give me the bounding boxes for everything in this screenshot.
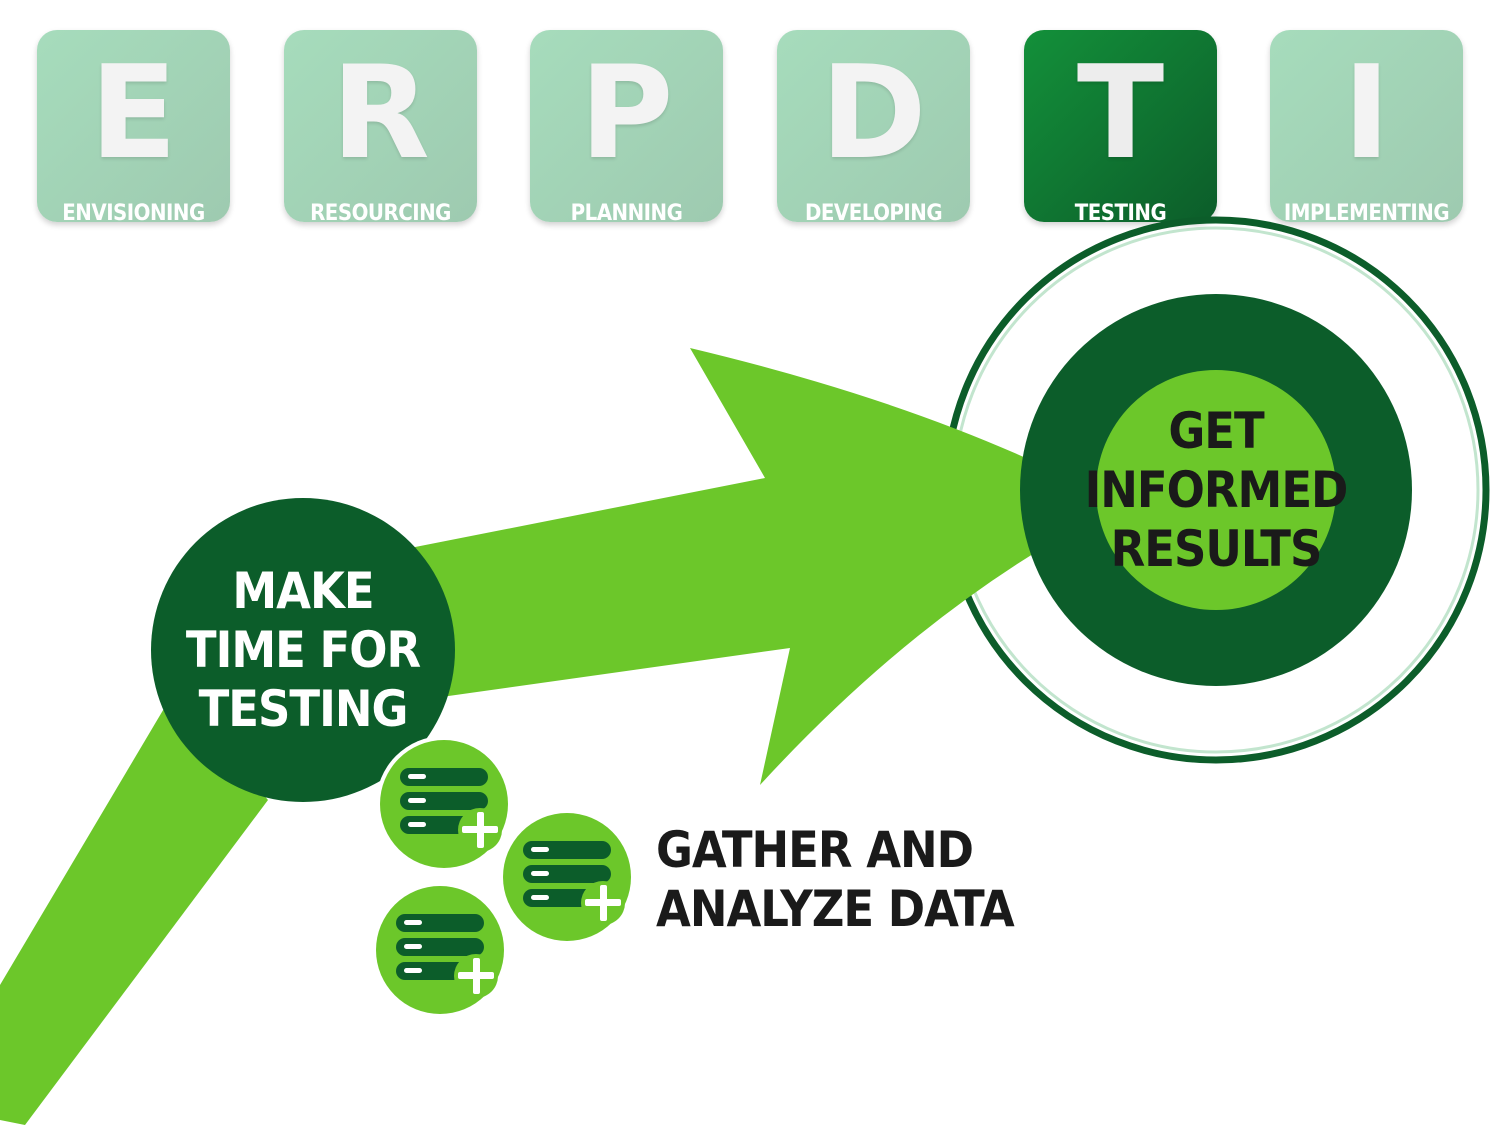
stage-letter: R [331, 39, 430, 188]
target-label-line: GET [1168, 402, 1265, 460]
stage-tile-implementing[interactable]: I IMPLEMENTING [1270, 30, 1463, 222]
stage-letter: I [1342, 39, 1391, 188]
stage-tiles: E ENVISIONING R RESOURCING P PLANNING D … [0, 0, 1500, 240]
start-label-line: TESTING [199, 680, 408, 738]
stage-tile-developing[interactable]: D DEVELOPING [777, 30, 970, 222]
data-step-label: GATHER AND ANALYZE DATA [656, 821, 1016, 938]
stage-letter: P [579, 39, 674, 188]
stage-tile-planning[interactable]: P PLANNING [530, 30, 723, 222]
stage-tile-resourcing[interactable]: R RESOURCING [284, 30, 477, 222]
stage-label: DEVELOPING [804, 201, 943, 222]
stage-tile-testing[interactable]: T TESTING [1024, 30, 1217, 222]
target-label-line: RESULTS [1111, 520, 1322, 578]
stage-label: RESOURCING [310, 201, 451, 222]
stage-letter: D [820, 39, 927, 188]
stage-label: PLANNING [570, 201, 683, 222]
stage-label: IMPLEMENTING [1283, 201, 1450, 222]
target-label: GET INFORMED RESULTS [1085, 402, 1349, 578]
start-label-line: TIME FOR [186, 621, 421, 679]
database-plus-icon [372, 882, 508, 1018]
stage-letter: E [89, 39, 178, 188]
start-label: MAKE TIME FOR TESTING [186, 562, 422, 738]
target-label-line: INFORMED [1085, 461, 1348, 519]
stage-tile-envisioning[interactable]: E ENVISIONING [37, 30, 230, 222]
stage-letter: T [1076, 39, 1165, 188]
database-plus-icon [376, 736, 512, 872]
stage-label: TESTING [1074, 201, 1167, 222]
data-step-label-line: GATHER AND [656, 821, 973, 879]
target-center [1096, 370, 1336, 610]
stage-label: ENVISIONING [62, 201, 205, 222]
start-circle [151, 498, 455, 802]
database-plus-icon [499, 809, 635, 945]
growth-arrow [400, 348, 1120, 785]
start-label-line: MAKE [232, 562, 373, 620]
arrow-tail [0, 690, 268, 1125]
data-step-label-line: ANALYZE DATA [656, 880, 1015, 938]
